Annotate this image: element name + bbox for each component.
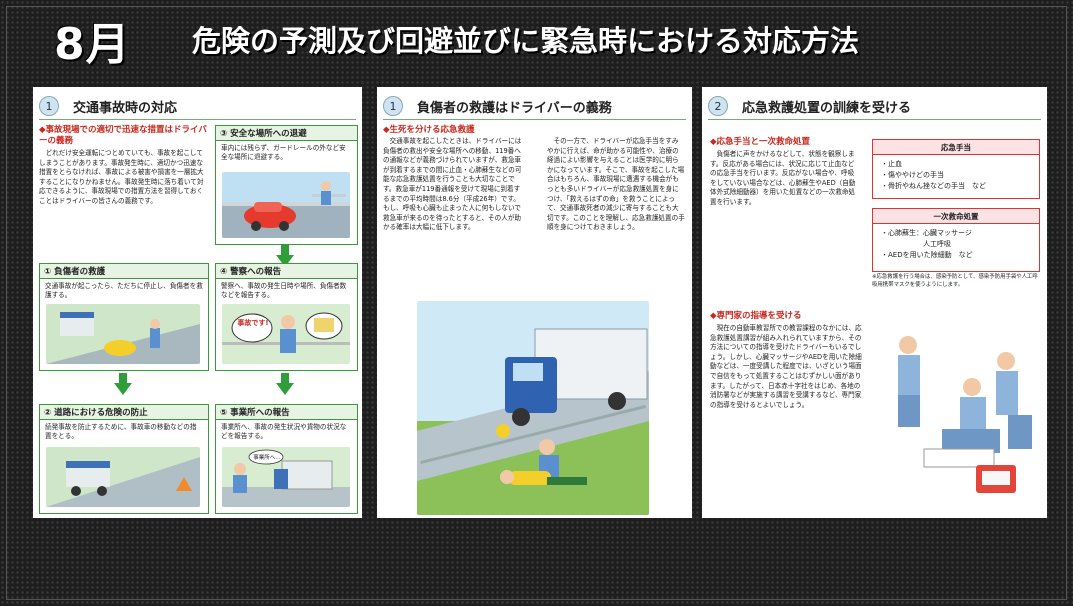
panel-header: 2 応急救護処置の訓練を受ける: [708, 93, 1041, 120]
body-column-1: 交通事故を起こしたときは、ドライバーには負傷者の救出や安全な場所への移動、119…: [383, 137, 522, 232]
list-item: ・AEDを用いた除細動 など: [881, 251, 973, 259]
list-item: 人工呼吸: [881, 240, 951, 248]
step-1-text: 交通事故が起こったら、ただちに停止し、負傷者を救護する。: [45, 282, 203, 299]
step-1-label: ① 負傷者の救護: [40, 264, 208, 279]
panel-driver-duty: 1 負傷者の救護はドライバーの義務 ◆生死を分ける応急救護 交通事故を起こしたと…: [377, 87, 692, 518]
lead-heading: ◆事故現場での適切で迅速な措置はドライバーの義務: [39, 125, 207, 146]
first-aid-title: 応急手当: [873, 140, 1039, 155]
police-call-illustration: 事故です!: [222, 304, 350, 364]
panel-first-aid-training: 2 応急救護処置の訓練を受ける ◆応急手当と一次救命処置 負傷者に声をかけるなど…: [702, 87, 1047, 518]
lead-text: どれだけ安全運転につとめていても、事故を起こしてしまうことがあります。事故発生時…: [39, 149, 204, 205]
step-5-box: ⑤ 事業所への報告 事業所へ、事故の発生状況や貨物の状況などを報告する。 事業所…: [215, 404, 358, 514]
step-1-box: ① 負傷者の救護 交通事故が起こったら、ただちに停止し、負傷者を救護する。: [39, 263, 209, 371]
section-number: 1: [39, 96, 59, 116]
panel-title: 負傷者の救護はドライバーの義務: [417, 100, 612, 116]
slide-frame: [6, 6, 1067, 600]
evacuation-illustration: [222, 172, 350, 238]
speech-bubble: 事故です!: [237, 319, 269, 327]
bls-list: ・心肺蘇生：心臓マッサージ 人工呼吸 ・AEDを用いた除細動 など: [873, 224, 1039, 265]
step-2-label: ② 道路における危険の防止: [40, 405, 208, 420]
infection-note: ※応急救護を行う場合は、感染予防として、感染予防用手袋や人工呼吸用携帯マスクを使…: [872, 274, 1038, 288]
step-3-text: 車内には残らず、ガードレールの外など安全な場所に退避する。: [221, 144, 346, 161]
panel-title: 交通事故時の対応: [73, 100, 178, 116]
step-2-text: 続発事故を防止するために、事故車の移動などの措置をとる。: [45, 423, 197, 440]
company-report-illustration: 事業所へ…: [222, 447, 350, 507]
panel-title: 応急救護処置の訓練を受ける: [742, 100, 912, 116]
step-3-label: ③ 安全な場所への退避: [216, 126, 357, 141]
cpr-training-illustration: [868, 325, 1044, 515]
list-item: ・心肺蘇生：心臓マッサージ: [881, 229, 972, 237]
step-3-box: ③ 安全な場所への退避 車内には残らず、ガードレールの外など安全な場所に退避する…: [215, 125, 358, 245]
bls-box: 一次救命処置 ・心肺蘇生：心臓マッサージ 人工呼吸 ・AEDを用いた除細動 など: [872, 208, 1040, 272]
first-aid-list: ・止血 ・傷ややけどの手当 ・骨折やねん挫などの手当 など: [873, 155, 1039, 196]
body-column-2: その一方で、ドライバーが応急手当をすみやかに行えば、命が助かる可能性や、治療の経…: [547, 137, 685, 232]
step-4-text: 警察へ、事故の発生日時や場所、負傷者数などを報告する。: [221, 282, 347, 299]
step-4-box: ④ 警察への報告 警察へ、事故の発生日時や場所、負傷者数などを報告する。 事故で…: [215, 263, 358, 371]
list-item: ・傷ややけどの手当: [881, 171, 944, 179]
step-5-label: ⑤ 事業所への報告: [216, 405, 357, 420]
arrow-down-icon: [276, 373, 294, 395]
section-heading: ◆生死を分ける応急救護: [383, 125, 475, 135]
body-text-2: 現在の自動車教習所での教習課程のなかには、応急救護処置講習が組み入れられています…: [710, 324, 862, 409]
arrow-down-icon: [114, 373, 132, 395]
panel-header: 1 負傷者の救護はドライバーの義務: [383, 93, 686, 120]
page-title: 危険の予測及び回避並びに緊急時における対応方法: [192, 24, 860, 58]
first-aid-box: 応急手当 ・止血 ・傷ややけどの手当 ・骨折やねん挫などの手当 など: [872, 139, 1040, 199]
list-item: ・骨折やねん挫などの手当 など: [881, 182, 986, 190]
bls-title: 一次救命処置: [873, 209, 1039, 224]
rescue-illustration: [46, 304, 200, 364]
roadside-rescue-illustration: [417, 301, 649, 515]
section-number: 1: [383, 96, 403, 116]
panel-traffic-accident: 1 交通事故時の対応 ◆事故現場での適切で迅速な措置はドライバーの義務 どれだけ…: [33, 87, 362, 518]
step-5-text: 事業所へ、事故の発生状況や貨物の状況などを報告する。: [221, 423, 347, 440]
step-4-label: ④ 警察への報告: [216, 264, 357, 279]
step-2-box: ② 道路における危険の防止 続発事故を防止するために、事故車の移動などの措置をと…: [39, 404, 209, 514]
body-text-1: 負傷者に声をかけるなどして、状態を観察します。反応がある場合には、状況に応じて止…: [710, 150, 856, 206]
section-heading: ◆応急手当と一次救命処置: [710, 137, 811, 147]
speech-bubble: 事業所へ…: [253, 455, 281, 461]
panel-header: 1 交通事故時の対応: [39, 93, 356, 120]
month-label: 8月: [54, 19, 131, 70]
list-item: ・止血: [881, 160, 902, 168]
hazard-prevention-illustration: [46, 447, 200, 507]
section-heading: ◆専門家の指導を受ける: [710, 311, 802, 321]
section-number: 2: [708, 96, 728, 116]
